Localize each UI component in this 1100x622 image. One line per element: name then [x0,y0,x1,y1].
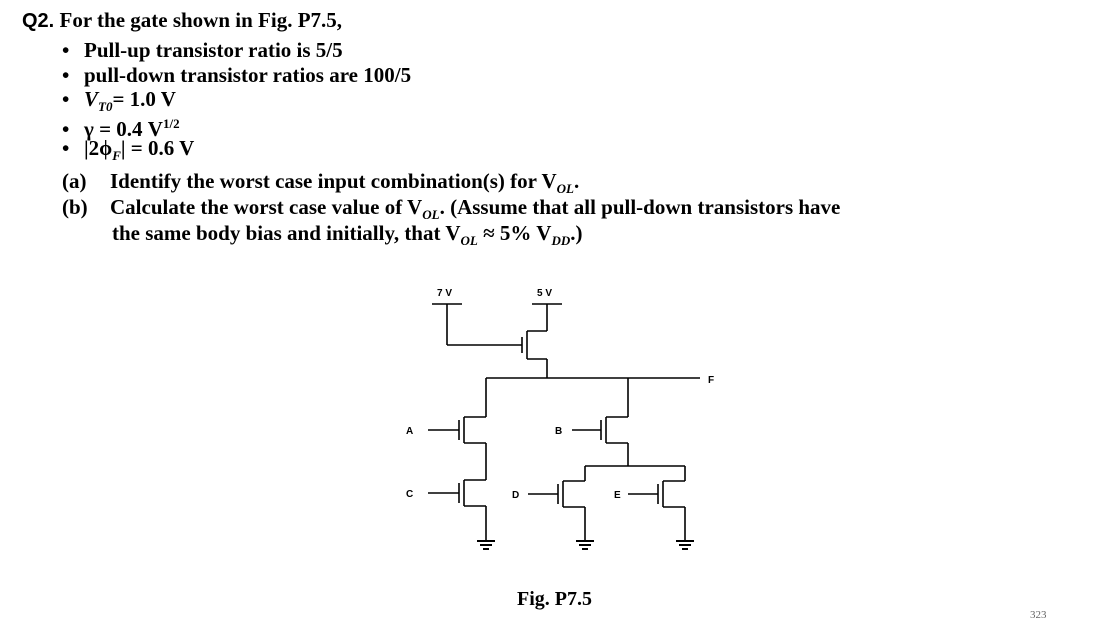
parameter-item: •|2ϕF| = 0.6 V [62,136,195,164]
question-intro: For the gate shown in Fig. P7.5, [59,8,343,32]
ground-icon [477,540,495,550]
ground-icon [676,540,694,550]
part-b-continued: the same body bias and initially, that V… [112,221,583,249]
input-e-label: E [614,490,621,501]
parameter-item: •VT0= 1.0 V [62,87,176,115]
question-parts: (a)Identify the worst case input combina… [62,168,841,249]
parameter-item: •γ = 0.4 V1/2 [62,115,180,141]
part-b: (b)Calculate the worst case value of VOL… [62,195,841,223]
input-d-label: D [512,490,519,501]
parameter-item: •pull-down transistor ratios are 100/5 [62,62,412,87]
figure-caption: Fig. P7.5 [517,588,592,610]
page-number: 323 [1030,609,1047,621]
part-a: (a)Identify the worst case input combina… [62,169,580,197]
parameter-list: •Pull-up transistor ratio is 5/5 •pull-d… [62,38,412,164]
input-b-label: B [555,426,562,437]
supply-5v-label: 5 V [537,288,552,299]
output-f-label: F [708,375,714,386]
ground-icon [576,540,594,550]
question-header: Q2. For the gate shown in Fig. P7.5, [22,8,342,33]
input-a-label: A [406,426,413,437]
input-c-label: C [406,489,413,500]
supply-7v-label: 7 V [437,288,452,299]
parameter-item: •Pull-up transistor ratio is 5/5 [62,38,343,62]
question-number: Q2. [22,10,55,32]
